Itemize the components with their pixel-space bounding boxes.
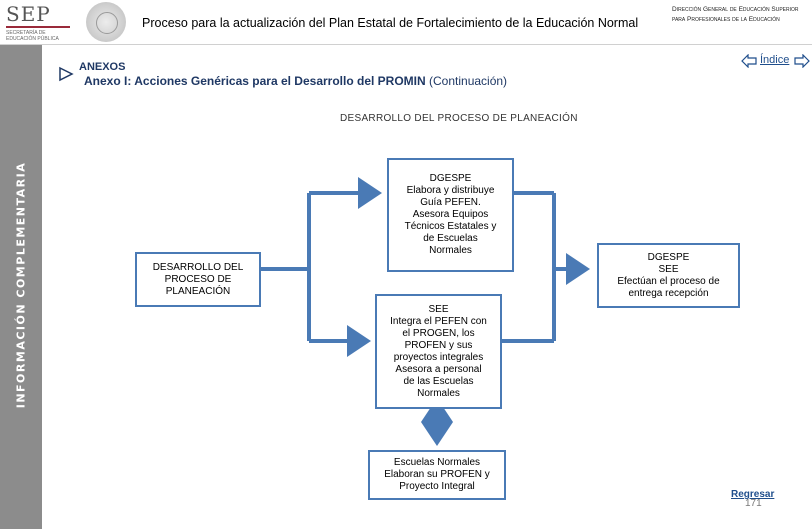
agency-name: Dirección General de Educación Superior … bbox=[672, 6, 799, 23]
node-escuelas: Escuelas Normales Elaboran su PROFEN y P… bbox=[368, 450, 506, 500]
document-title: Proceso para la actualización del Plan E… bbox=[142, 16, 639, 30]
header-divider bbox=[0, 44, 812, 45]
sep-logo-subtitle-1: SECRETARÍA DE bbox=[6, 30, 46, 36]
section-title: ANEXOS bbox=[79, 61, 126, 73]
node-start: DESARROLLO DEL PROCESO DE PLANEACIÓN bbox=[135, 252, 261, 307]
node-dgespe: DGESPE Elabora y distribuye Guía PEFEN. … bbox=[387, 158, 514, 272]
arrow-left-icon[interactable] bbox=[741, 54, 757, 68]
node-final: DGESPE SEE Efectúan el proceso de entreg… bbox=[597, 243, 740, 308]
arrow-right-icon[interactable] bbox=[794, 54, 810, 68]
node-escuelas-label: Escuelas Normales Elaboran su PROFEN y P… bbox=[384, 457, 490, 492]
sep-logo: SEP SECRETARÍA DE EDUCACIÓN PÚBLICA bbox=[4, 2, 74, 42]
sep-logo-subtitle-2: EDUCACIÓN PÚBLICA bbox=[6, 36, 59, 42]
diagram-title: DESARROLLO DEL PROCESO DE PLANEACIÓN bbox=[340, 113, 578, 124]
node-dgespe-label: DGESPE Elabora y distribuye Guía PEFEN. … bbox=[404, 173, 497, 256]
sep-logo-bar bbox=[6, 26, 70, 28]
node-see: SEE Integra el PEFEN con el PROGEN, los … bbox=[375, 294, 502, 409]
national-seal-icon bbox=[86, 2, 126, 42]
node-see-label: SEE Integra el PEFEN con el PROGEN, los … bbox=[390, 303, 487, 399]
node-final-label: DGESPE SEE Efectúan el proceso de entreg… bbox=[617, 251, 720, 299]
sidebar bbox=[0, 45, 42, 529]
subtitle-main: Anexo I: Acciones Genéricas para el Desa… bbox=[84, 74, 426, 88]
back-link[interactable]: Regresar bbox=[731, 489, 775, 500]
subtitle-note: (Continuación) bbox=[429, 74, 508, 88]
index-link[interactable]: Índice bbox=[760, 54, 790, 66]
page-number: 171 bbox=[745, 498, 762, 509]
sep-logo-text: SEP bbox=[6, 2, 51, 26]
page-subtitle: Anexo I: Acciones Genéricas para el Desa… bbox=[84, 74, 507, 88]
play-triangle-icon bbox=[59, 66, 74, 82]
node-start-label: DESARROLLO DEL PROCESO DE PLANEACIÓN bbox=[152, 261, 244, 297]
